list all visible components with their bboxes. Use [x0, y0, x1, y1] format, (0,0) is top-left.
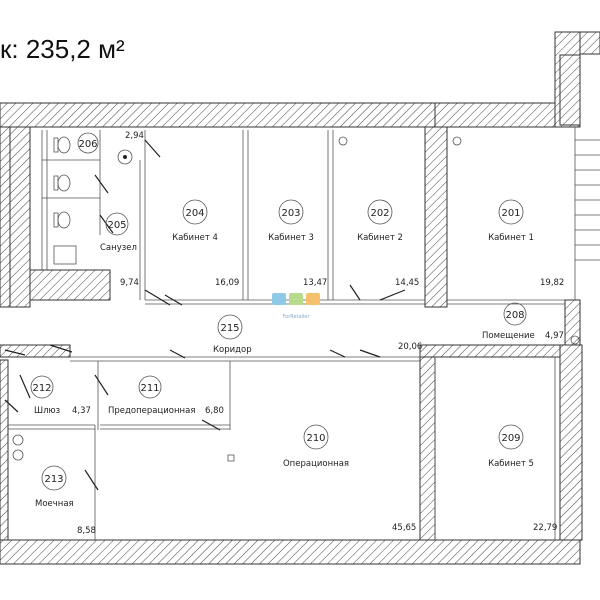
room-name: Санузел	[100, 243, 137, 253]
room-number: 204	[185, 208, 204, 219]
room-area: 20,06	[398, 342, 422, 352]
toilet-fixtures	[12, 136, 580, 461]
partitions	[8, 127, 600, 540]
room-area: 4,97	[545, 331, 564, 341]
room-number: 211	[140, 383, 159, 394]
logo: ForRetailer	[272, 293, 320, 320]
room-name: Кабинет 3	[268, 233, 314, 243]
room-206: 206 2,94	[77, 131, 144, 154]
room-number: 206	[78, 139, 97, 150]
room-208: 208 Помещение 4,97	[482, 302, 564, 341]
room-area: 22,79	[533, 523, 557, 533]
plan-title: к: 235,2 м²	[0, 34, 125, 64]
room-area: 9,74	[120, 278, 139, 288]
interior-walls	[0, 54, 581, 541]
room-area: 8,58	[77, 526, 96, 536]
room-number: 205	[107, 220, 126, 231]
room-name: Предоперационная	[108, 406, 195, 416]
room-number: 201	[501, 208, 520, 219]
room-area: 13,47	[303, 278, 327, 288]
room-202: 202 Кабинет 2 14,45	[357, 199, 419, 288]
room-area: 16,09	[215, 278, 239, 288]
room-name: Кабинет 1	[488, 233, 534, 243]
room-area: 14,45	[395, 278, 419, 288]
room-204: 204 Кабинет 4 16,09	[172, 199, 239, 288]
room-number: 203	[281, 208, 300, 219]
room-209: 209 Кабинет 5 22,79	[488, 424, 557, 533]
room-area: 45,65	[392, 523, 416, 533]
room-number: 213	[44, 474, 63, 485]
logo-text: ForRetailer	[282, 314, 310, 320]
room-number: 202	[370, 208, 389, 219]
room-number: 209	[501, 433, 520, 444]
room-name: Операционная	[283, 459, 349, 469]
room-203: 203 Кабинет 3 13,47	[268, 199, 327, 288]
room-211: 211 Предоперационная 6,80	[108, 375, 224, 416]
room-name: Кабинет 5	[488, 459, 534, 469]
room-area: 6,80	[205, 406, 224, 416]
room-name: Шлюз	[34, 406, 61, 416]
room-area: 4,37	[72, 406, 91, 416]
room-area: 19,82	[540, 278, 564, 288]
room-205: 205 Санузел 9,74	[100, 212, 139, 288]
room-name: Кабинет 4	[172, 233, 218, 243]
room-name: Кабинет 2	[357, 233, 403, 243]
room-213: 213 Моечная 8,58	[35, 465, 96, 536]
room-number: 212	[32, 383, 51, 394]
room-212: 212 Шлюз 4,37	[30, 375, 91, 416]
room-name: Коридор	[213, 345, 252, 355]
room-201: 201 Кабинет 1 19,82	[488, 199, 564, 288]
doors	[4, 139, 406, 491]
room-name: Помещение	[482, 331, 535, 341]
room-number: 215	[220, 323, 239, 334]
room-215: 215 Коридор 20,06	[213, 314, 422, 355]
room-area: 2,94	[125, 131, 144, 141]
room-name: Моечная	[35, 499, 74, 509]
room-number: 208	[505, 310, 524, 321]
room-number: 210	[306, 433, 325, 444]
room-210: 210 Операционная 45,65	[283, 424, 416, 533]
